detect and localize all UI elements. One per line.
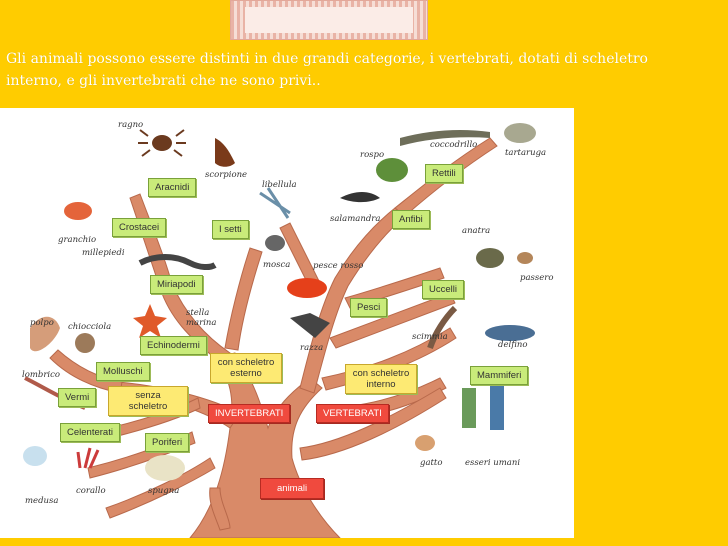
box-miriapodi: Miriapodi (150, 275, 203, 294)
label-passero: passero (520, 273, 553, 283)
box-uccelli: Uccelli (422, 280, 464, 299)
label-coccodrillo: coccodrillo (430, 140, 477, 150)
crab-icon (64, 202, 92, 220)
box-rettili: Rettili (425, 164, 463, 183)
box-invertebrati: INVERTEBRATI (208, 404, 290, 423)
label-medusa: medusa (25, 496, 58, 506)
scorpion-icon (215, 138, 235, 167)
coral-icon (78, 448, 98, 468)
label-mosca: mosca (263, 260, 290, 270)
human-icon (462, 388, 476, 428)
dragonfly-icon (260, 188, 290, 218)
jellyfish-icon (23, 446, 47, 466)
label-granchio: granchio (58, 235, 96, 245)
label-stella-marina: stella marina (186, 308, 216, 328)
title-banner (230, 0, 428, 40)
label-anatra: anatra (462, 226, 490, 236)
box-pesci: Pesci (350, 298, 387, 317)
label-gatto: gatto (420, 458, 442, 468)
title-banner-inner (245, 7, 413, 33)
box-vertebrati: VERTEBRATI (316, 404, 389, 423)
box-anfibi: Anfibi (392, 210, 430, 229)
label-tartaruga: tartaruga (505, 148, 546, 158)
label-corallo: corallo (76, 486, 106, 496)
label-spugna: spugna (148, 486, 179, 496)
label-delfino: delfino (498, 340, 527, 350)
box-con-scheletro-interno: con scheletro interno (345, 364, 417, 394)
sparrow-icon (517, 252, 533, 264)
sponge-icon (145, 455, 185, 481)
dolphin-icon (485, 325, 535, 341)
box-mammiferi: Mammiferi (470, 366, 528, 385)
box-insetti: I setti (212, 220, 249, 239)
human-icon-2 (490, 386, 504, 430)
snail-icon (75, 333, 95, 353)
duck-icon (476, 248, 504, 268)
turtle-icon (504, 123, 536, 143)
animal-tree-illustration: Aracnidi Crostacei I setti Miriapodi Ech… (0, 108, 574, 538)
label-polpo: polpo (30, 318, 54, 328)
label-libellula: libellula (262, 180, 297, 190)
label-scimmia: scimmia (412, 332, 448, 342)
label-chiocciola: chiocciola (68, 322, 111, 332)
spider-icon (152, 135, 172, 151)
label-ragno: ragno (118, 120, 143, 130)
goldfish-icon (287, 278, 327, 298)
cat-icon (415, 435, 435, 451)
box-crostacei: Crostacei (112, 218, 166, 237)
label-rospo: rospo (360, 150, 384, 160)
label-scorpione: scorpione (205, 170, 247, 180)
intro-text: Gli animali possono essere distinti in d… (6, 48, 696, 92)
box-senza-scheletro: senza scheletro (108, 386, 188, 416)
label-razza: razza (300, 343, 323, 353)
box-aracnidi: Aracnidi (148, 178, 196, 197)
box-vermi: Vermi (58, 388, 96, 407)
box-celenterati: Celenterati (60, 423, 120, 442)
label-millepiedi: millepiedi (82, 248, 125, 258)
fly-icon (265, 235, 285, 251)
label-lombrico: lombrico (22, 370, 60, 380)
box-animali: animali (260, 478, 324, 499)
box-con-scheletro-esterno: con scheletro esterno (210, 353, 282, 383)
starfish-icon (133, 304, 167, 338)
salamander-icon (340, 192, 380, 202)
box-echinodermi: Echinodermi (140, 336, 207, 355)
box-molluschi: Molluschi (96, 362, 150, 381)
box-poriferi: Poriferi (145, 433, 189, 452)
label-salamandra: salamandra (330, 214, 380, 224)
label-pesce-rosso: pesce rosso (313, 261, 363, 271)
toad-icon (376, 158, 408, 182)
label-esseri-umani: esseri umani (465, 458, 520, 468)
